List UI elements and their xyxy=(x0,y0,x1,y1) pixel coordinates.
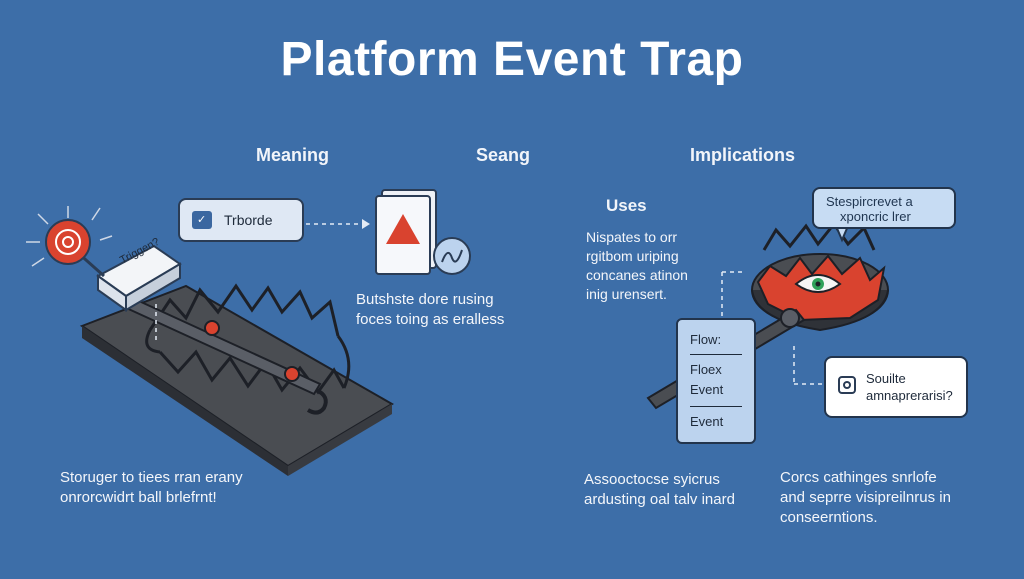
page-title: Platform Event Trap xyxy=(280,33,744,86)
flow-card: Flow: Floex Event Event xyxy=(676,318,756,444)
meaning-description-line: Storuger to tiees rran erany xyxy=(60,469,243,486)
seang-caption-line: foces toing as eralless xyxy=(356,311,505,328)
heading-uses: Uses xyxy=(606,196,647,215)
flow-item: Event xyxy=(690,414,724,429)
warning-document xyxy=(375,189,437,275)
implications-line: Assooctocse syicrus xyxy=(584,471,720,488)
seang-caption-line: Butshste dore rusing xyxy=(356,291,494,308)
uses-line: inig urensert. xyxy=(586,286,667,302)
speech-bubble-top: Stespircrevet a xponcric lrer xyxy=(812,187,956,229)
heading-seang: Seang xyxy=(476,145,531,165)
implications-description: Assooctocse syicrus ardusting oal talv i… xyxy=(584,470,735,510)
uses-description: Nispates to orr rgitbom uriping concanes… xyxy=(586,228,688,304)
info-card: Souilte amnaprerarisi? xyxy=(824,356,968,418)
meaning-description-line: onrorcwidrt ball brlefrnt! xyxy=(60,489,217,506)
flow-arrow xyxy=(690,406,742,407)
target-icon xyxy=(26,206,113,278)
info-card-line: Souilte xyxy=(866,371,906,386)
flow-item: Floex xyxy=(690,362,722,377)
implications-line: ardusting oal talv inard xyxy=(584,491,735,508)
uses-line: Nispates to orr xyxy=(586,229,678,245)
speech-bubble-line: xponcric lrer xyxy=(840,209,911,224)
seang-caption: Butshste dore rusing foces toing as eral… xyxy=(356,290,504,330)
consequences-description: Corcs cathinges snrlofe and seprre visip… xyxy=(780,468,951,528)
consequences-line: conseerntions. xyxy=(780,509,878,526)
mousetrap-illustration xyxy=(79,283,394,476)
flow-item: Event xyxy=(690,382,724,397)
trborde-card: ✓ Trborde xyxy=(178,198,304,242)
warning-triangle-icon xyxy=(386,214,420,244)
consequences-line: Corcs cathinges snrlofe xyxy=(780,469,937,486)
info-icon xyxy=(838,376,856,394)
uses-line: concanes atinon xyxy=(586,267,688,283)
heading-meaning: Meaning xyxy=(256,145,330,165)
speech-bubble-line: Stespircrevet a xyxy=(826,194,913,209)
flow-item: Flow: xyxy=(690,332,722,347)
trigger-tag xyxy=(96,244,182,312)
checklist-icon: ✓ xyxy=(192,211,212,229)
flow-arrow xyxy=(690,354,742,355)
consequences-line: and seprre visipreilnrus in xyxy=(780,489,951,506)
flow-circle-icon xyxy=(433,237,471,275)
meaning-description: Storuger to tiees rran erany onrorcwidrt… xyxy=(60,468,243,508)
trborde-label: Trborde xyxy=(224,212,273,228)
uses-line: rgitbom uriping xyxy=(586,248,679,264)
eye-icon xyxy=(794,274,842,293)
info-card-line: amnaprerarisi? xyxy=(866,388,953,403)
heading-implications: Implications xyxy=(690,145,796,165)
